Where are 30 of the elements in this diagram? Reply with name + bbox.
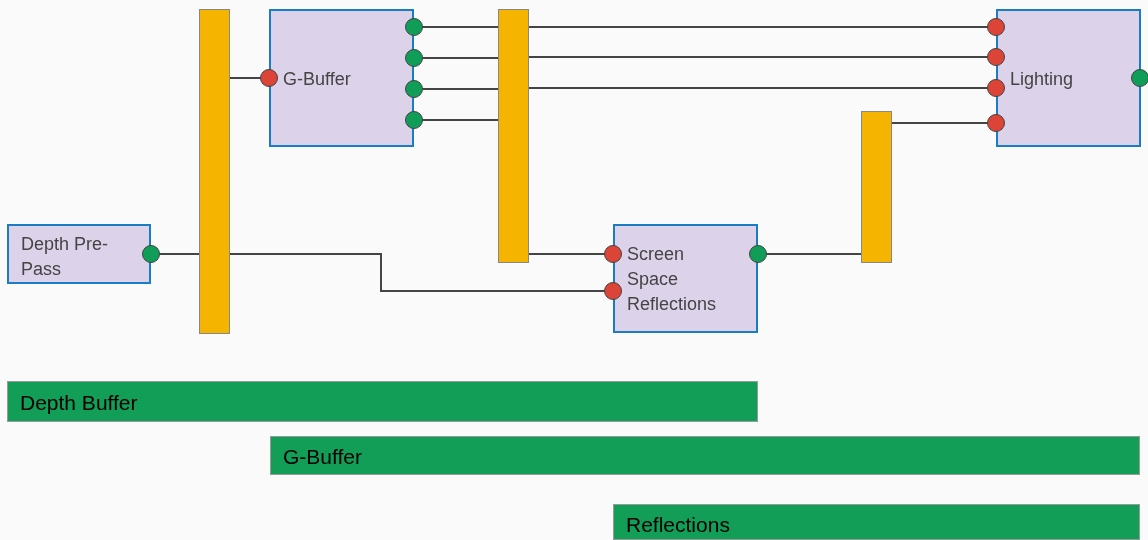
barrier-bar bbox=[199, 9, 230, 334]
connector-line bbox=[229, 69, 278, 87]
resource-lifetime-band bbox=[7, 381, 758, 422]
resource-lifetime-band bbox=[270, 436, 1140, 475]
process-box bbox=[613, 224, 758, 333]
barrier-bar bbox=[861, 111, 892, 263]
band-label: Depth Buffer bbox=[20, 391, 138, 415]
process-box bbox=[269, 9, 414, 147]
barrier-bar bbox=[498, 9, 529, 263]
connector-line bbox=[142, 245, 200, 263]
connector-line bbox=[405, 18, 499, 36]
connector-line bbox=[405, 111, 499, 129]
band-label: G-Buffer bbox=[283, 445, 362, 469]
connector-line bbox=[405, 49, 499, 67]
node-label: G-Buffer bbox=[283, 68, 351, 91]
connector-line bbox=[528, 48, 1005, 66]
process-box bbox=[7, 224, 151, 284]
resource-lifetime-band bbox=[613, 504, 1140, 540]
node-label: Lighting bbox=[1010, 68, 1074, 91]
connector-line bbox=[528, 245, 622, 263]
connector-line bbox=[528, 18, 1005, 36]
process-box bbox=[996, 9, 1141, 147]
band-label: Reflections bbox=[626, 513, 730, 537]
connector-line bbox=[749, 245, 862, 263]
connector-line bbox=[891, 114, 1005, 132]
node-label: Screen Space Reflections bbox=[627, 243, 717, 316]
connector-line bbox=[229, 253, 622, 300]
connector-line bbox=[528, 79, 1005, 97]
connector-line bbox=[405, 80, 499, 98]
node-label: Depth Pre-Pass bbox=[21, 233, 110, 281]
